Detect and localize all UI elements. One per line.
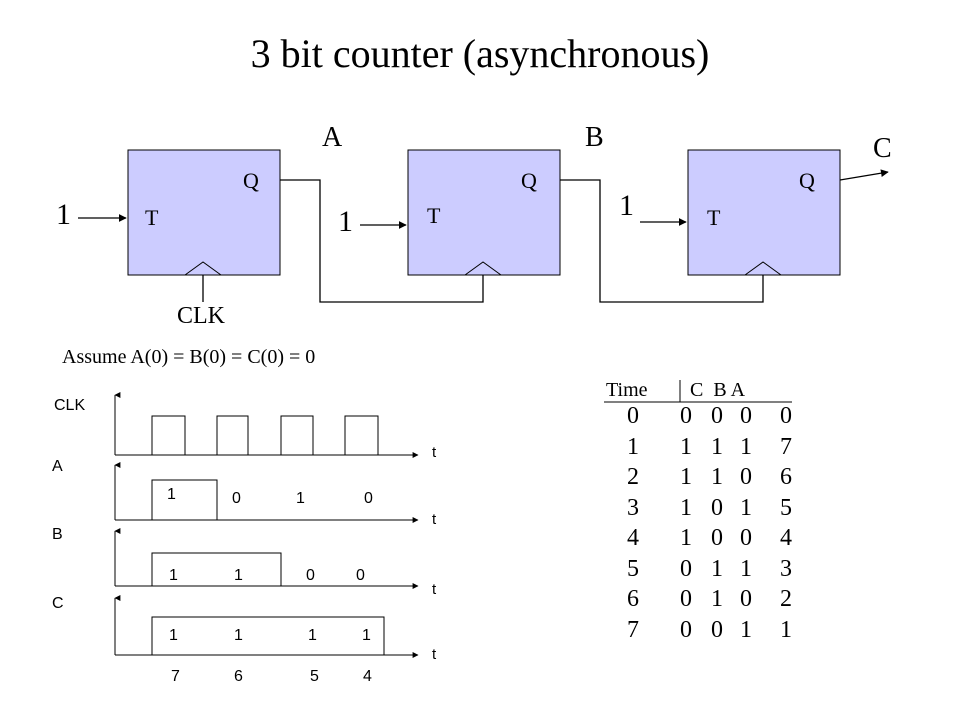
b-value-1: 1	[169, 567, 178, 584]
table-cell-time: 1	[627, 433, 639, 460]
clock-triangle-3	[744, 261, 782, 276]
clock-label: CLK	[177, 303, 225, 329]
table-cell-b: 0	[711, 494, 723, 521]
table-cell-b: 1	[711, 433, 723, 460]
table-cell-count: 4	[780, 525, 792, 551]
ff1-output-label: Q	[243, 168, 259, 193]
flipflop-3	[687, 149, 841, 276]
timing-label-clk: CLK	[54, 397, 86, 414]
table-cell-count: 7	[780, 433, 792, 460]
table-cell-time: 2	[627, 464, 639, 490]
table-cell-count: 0	[780, 403, 792, 429]
ff1-input-label: T	[145, 205, 159, 230]
timing-label-c: C	[52, 595, 64, 612]
timing-axes	[114, 392, 419, 658]
table-cell-a: 1	[740, 494, 752, 521]
ff2-output-label: Q	[521, 168, 537, 193]
table-cell-a: 0	[740, 525, 752, 551]
b-value-2: 1	[234, 567, 243, 584]
table-cell-count: 6	[780, 464, 792, 490]
table-cell-c: 1	[680, 494, 692, 521]
time-axis-label-b: t	[432, 581, 437, 598]
a-value-4: 0	[364, 490, 373, 507]
table-cell-b: 0	[711, 616, 723, 643]
timing-label-b: B	[52, 526, 63, 543]
c-value-1: 1	[169, 627, 178, 644]
table-cell-b: 0	[711, 403, 723, 429]
ff3-input-label: T	[707, 205, 721, 230]
ff3-input-value: 1	[619, 189, 634, 222]
decimal-value-4: 4	[363, 668, 372, 685]
time-axis-label-clk: t	[432, 444, 437, 461]
table-cell-count: 5	[780, 494, 792, 521]
ff2-input-label: T	[427, 203, 441, 228]
b-value-4: 0	[356, 567, 365, 584]
node-label-a: A	[322, 122, 343, 153]
table-cell-a: 0	[740, 464, 752, 490]
flipflop-1	[127, 149, 281, 276]
c-waveform	[151, 616, 385, 655]
b-waveform	[151, 552, 282, 586]
table-cell-count: 1	[780, 616, 792, 643]
ff1-input-value: 1	[56, 198, 71, 231]
table-cell-a: 0	[740, 403, 752, 429]
table-cell-c: 0	[680, 403, 692, 429]
clock-triangle-2	[464, 261, 502, 276]
table-cell-time: 3	[627, 494, 639, 521]
flipflop-2	[407, 149, 561, 276]
table-cell-c: 1	[680, 464, 692, 490]
decimal-value-2: 6	[234, 668, 243, 685]
a-value-1: 1	[167, 486, 176, 503]
table-cell-c: 0	[680, 586, 692, 612]
table-cell-time: 7	[627, 616, 639, 643]
clk-waveform	[151, 415, 379, 455]
a-value-3: 1	[296, 490, 305, 507]
table-header-cba: C B A	[690, 379, 746, 401]
table-cell-b: 1	[711, 555, 723, 582]
table-cell-b: 1	[711, 464, 723, 490]
c-value-3: 1	[308, 627, 317, 644]
table-cell-a: 0	[740, 586, 752, 612]
output-arrow-c	[839, 169, 889, 181]
table-cell-count: 3	[780, 555, 792, 582]
time-axis-label-a: t	[432, 511, 437, 528]
table-header-time: Time	[606, 379, 648, 401]
wire-b	[560, 179, 764, 303]
ff3-output-label: Q	[799, 168, 815, 193]
a-waveform	[151, 479, 218, 520]
table-cell-time: 6	[627, 586, 639, 612]
table-cell-a: 1	[740, 616, 752, 643]
table-cell-c: 0	[680, 616, 692, 643]
decimal-value-1: 7	[171, 668, 180, 685]
table-cell-c: 0	[680, 555, 692, 582]
table-cell-count: 2	[780, 586, 792, 612]
table-cell-a: 1	[740, 433, 752, 460]
clock-triangle-1	[184, 261, 222, 276]
table-cell-time: 5	[627, 555, 639, 582]
assumption-text: Assume A(0) = B(0) = C(0) = 0	[62, 346, 316, 368]
table-cell-a: 1	[740, 555, 752, 582]
table-cell-c: 1	[680, 433, 692, 460]
table-cell-b: 0	[711, 525, 723, 551]
timing-label-a: A	[52, 458, 63, 475]
table-cell-time: 4	[627, 525, 639, 551]
c-value-2: 1	[234, 627, 243, 644]
a-value-2: 0	[232, 490, 241, 507]
table-cell-b: 1	[711, 586, 723, 612]
c-value-4: 1	[362, 627, 371, 644]
node-label-c: C	[873, 133, 892, 164]
table-cell-c: 1	[680, 525, 692, 551]
b-value-3: 0	[306, 567, 315, 584]
time-axis-label-c: t	[432, 646, 437, 663]
page-title: 3 bit counter (asynchronous)	[250, 31, 710, 76]
table-cell-time: 0	[627, 403, 639, 429]
node-label-b: B	[585, 122, 604, 153]
decimal-value-3: 5	[310, 668, 319, 685]
wire-a	[280, 179, 484, 303]
ff2-input-value: 1	[338, 205, 353, 238]
